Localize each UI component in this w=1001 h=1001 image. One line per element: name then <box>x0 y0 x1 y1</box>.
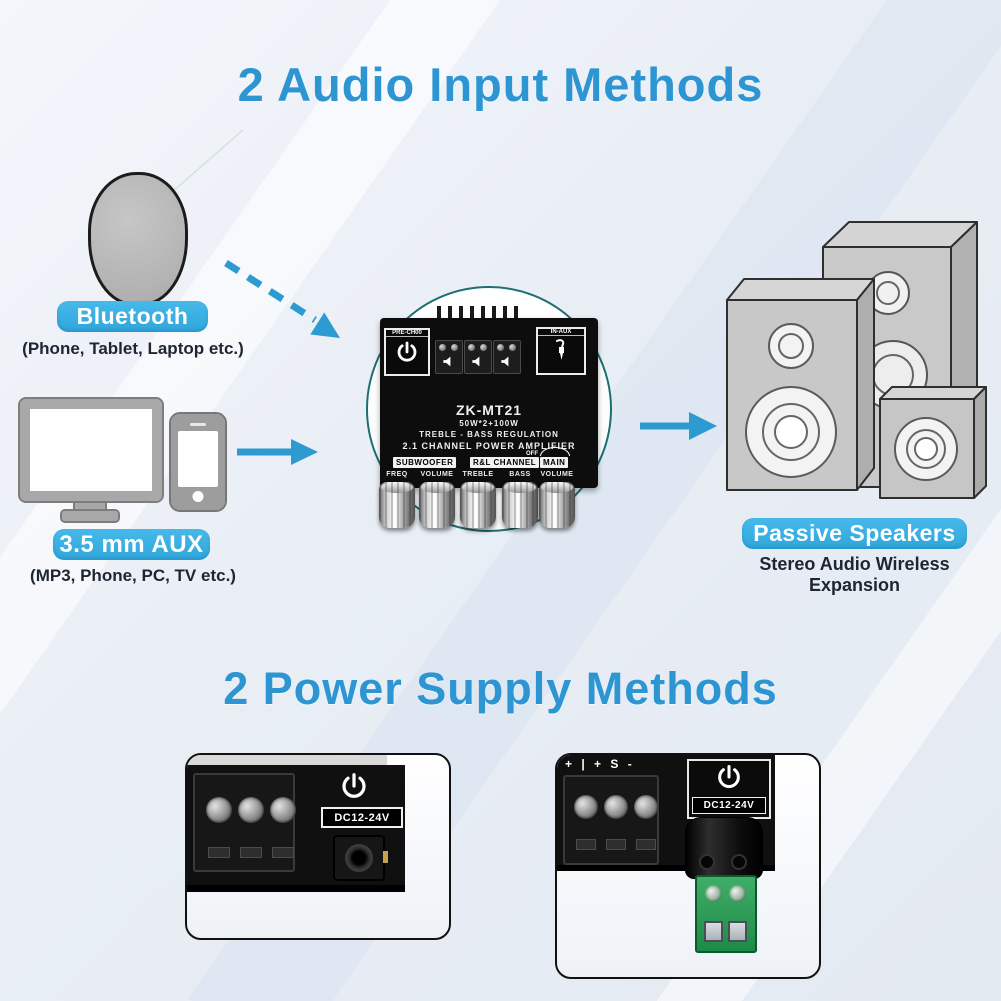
speaker-front-top <box>726 278 875 301</box>
bass-knob <box>502 482 538 528</box>
knob-label-bass: BASS <box>509 471 531 478</box>
bluetooth-device-icon <box>88 172 188 306</box>
knob-label-volume: VOLUME <box>420 471 454 478</box>
knob-label-main-volume: VOLUME <box>540 471 574 478</box>
aux-plug-icon <box>556 339 565 360</box>
dc-barrel-jack <box>333 835 388 881</box>
speaker-glyph-icon <box>472 356 480 367</box>
phone-icon <box>169 412 227 512</box>
plug-board-photo: + | + S - DC12-24V <box>557 755 775 865</box>
photo-edge <box>187 755 387 765</box>
board-power-rating: 50W*2+100W <box>459 419 519 428</box>
off-label: OFF <box>526 451 538 457</box>
phone-home-button <box>192 491 204 502</box>
aux-caption: (MP3, Phone, PC, TV etc.) <box>30 566 236 585</box>
section-subwoofer: SUBWOOFER <box>393 457 457 468</box>
board-edge <box>557 865 775 871</box>
dc-voltage-label: DC12-24V <box>692 797 766 814</box>
green-terminal-connector <box>695 875 757 953</box>
aux-port-box: IN-AUX <box>536 327 586 375</box>
tv-icon <box>18 397 164 503</box>
phone-speaker-slit <box>190 423 206 426</box>
speaker-cube-side <box>973 386 987 499</box>
power-port-box: PRE-CH00 <box>384 328 430 376</box>
speaker-glyph-icon <box>501 356 509 367</box>
power-supply-title: 2 Power Supply Methods <box>223 663 778 714</box>
board-edge <box>187 885 405 892</box>
tv-stand-base <box>60 509 120 523</box>
knob-label-treble: TREBLE <box>462 471 494 478</box>
treble-knob <box>460 482 496 528</box>
board-model: ZK-MT21 <box>455 402 523 418</box>
power-icon <box>342 773 366 798</box>
power-panel: DC12-24V <box>687 759 771 819</box>
board-feature-line2: 2.1 CHANNEL POWER AMPLIFIER <box>402 441 576 451</box>
power-terminal-block <box>563 775 659 865</box>
terminal-plug-card: + | + S - DC12-24V <box>555 753 821 979</box>
passive-speakers-illustration <box>726 221 987 499</box>
sub-volume-knob <box>419 482 455 528</box>
main-volume-knob <box>539 482 575 528</box>
board-feature-line1: TREBLE - BASS REGULATION <box>419 430 559 439</box>
aux-label: 3.5 mm AUX <box>53 529 210 560</box>
aux-arrow <box>237 439 318 465</box>
speaker-glyph-icon <box>443 356 451 367</box>
bluetooth-label: Bluetooth <box>57 301 208 332</box>
speaker-terminal <box>464 340 492 374</box>
aux-port-label: IN-AUX <box>538 329 584 336</box>
power-icon <box>718 764 740 789</box>
output-arrow <box>640 412 717 440</box>
section-rl-channel: R&L CHANNEL <box>470 457 540 468</box>
passive-speakers-label: Passive Speakers <box>742 518 967 549</box>
speaker-cube-top <box>879 386 987 400</box>
dc-board-photo: DC12-24V <box>187 765 405 885</box>
pin-header <box>437 306 521 320</box>
speaker-front-side <box>856 278 875 491</box>
antenna-line <box>171 128 244 194</box>
amplifier-board: PRE-CH00 IN-AUX <box>380 318 598 488</box>
section-main: MAIN <box>540 457 569 468</box>
audio-input-title: 2 Audio Input Methods <box>237 58 764 111</box>
passive-speakers-caption: Stereo Audio Wireless Expansion <box>759 554 950 595</box>
bluetooth-caption: (Phone, Tablet, Laptop etc.) <box>22 339 244 358</box>
dc-jack-card: DC12-24V <box>185 753 451 940</box>
terminal-marks: + | + S - <box>565 757 635 771</box>
power-terminal-block <box>193 773 296 872</box>
jack-contact <box>383 851 388 863</box>
speaker-terminal <box>493 340 521 374</box>
speaker-terminal <box>435 340 463 374</box>
knob-label-freq: FREQ <box>386 471 408 478</box>
dc-voltage-label: DC12-24V <box>321 807 403 828</box>
power-icon <box>397 341 417 362</box>
dc-plug-adapter <box>685 817 763 879</box>
bluetooth-arrow <box>224 260 340 338</box>
tv-stand-neck <box>73 501 107 513</box>
power-port-label: PRE-CH00 <box>386 330 428 337</box>
freq-knob <box>379 482 415 528</box>
phone-screen <box>178 431 218 487</box>
